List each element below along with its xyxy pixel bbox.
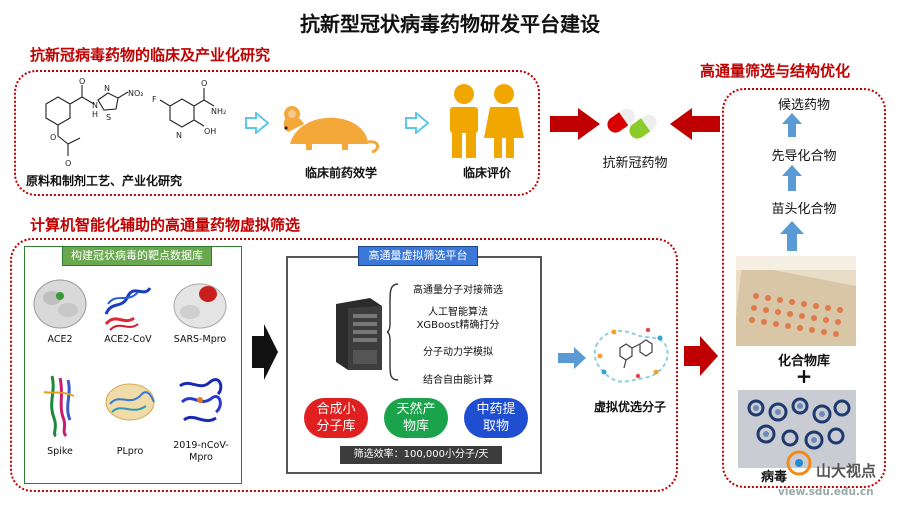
hts-library-label: 化合物库 [777, 354, 830, 369]
center-label: 抗新冠药物 [602, 156, 668, 171]
protein-ace2-cov-image [104, 287, 152, 331]
mol1-o3: O [65, 159, 71, 168]
target-label-sars-mpro: SARS-Mpro [173, 334, 227, 345]
hts-box [722, 88, 886, 488]
ai-heading: 计算机智能化辅助的高通量药物虚拟筛选 [30, 216, 301, 234]
people-icon [450, 84, 524, 158]
hts-plus: + [795, 364, 813, 388]
red-arrow-right-icon [550, 108, 600, 140]
black-arrow-right-icon [252, 324, 278, 380]
library-synthetic: 合成小 分子库 [304, 398, 368, 438]
screening-efficiency: 筛选效率：100,000小分子/天 [340, 446, 502, 464]
mol1-s: S [106, 113, 111, 122]
library-natural: 天然产 物库 [384, 398, 448, 438]
hts-stage-lead: 先导化合物 [771, 149, 837, 164]
mol2-n: N [176, 131, 182, 140]
watermark-brand: 山大视点 [816, 462, 877, 480]
pills-icon [607, 108, 657, 139]
docked-molecule-image [593, 327, 669, 383]
ai-box [10, 238, 678, 492]
hts-stage-candidate: 候选药物 [777, 98, 830, 113]
clinical-heading: 抗新冠病毒药物的临床及产业化研究 [30, 46, 271, 64]
platform-step-docking: 高通量分子对接筛选 [413, 285, 503, 296]
target-label-2019-ncov-mpro: 2019-nCoV- Mpro [173, 440, 229, 463]
mol1-o2: O [50, 133, 56, 142]
protein-sars-mpro-image [173, 283, 227, 329]
platform-step-xgboost: 人工智能算法 XGBoost精确打分 [416, 307, 500, 331]
mol2-f: F [152, 95, 157, 104]
blue-arrow-up-icon [782, 113, 802, 137]
cyan-arrow-icon [405, 112, 430, 134]
clinical-box [14, 70, 540, 196]
blue-arrow-right-icon [558, 347, 586, 369]
virus-image [738, 390, 856, 468]
target-label-spike: Spike [47, 446, 73, 457]
mol1-o: O [79, 77, 85, 86]
watermark-url: view.sdu.edu.cn [778, 486, 874, 498]
protein-2019-ncov-mpro-image [179, 378, 223, 423]
clinical-item-evaluation: 临床评价 [462, 166, 511, 180]
hts-heading: 高通量筛选与结构优化 [700, 62, 851, 80]
blue-arrow-up-icon [780, 221, 804, 251]
ai-result-label: 虚拟优选分子 [593, 400, 666, 414]
target-label-ace2-cov: ACE2-CoV [104, 334, 152, 345]
mol1-no2: NO₂ [128, 89, 144, 98]
mol1-h: H [92, 110, 98, 119]
protein-plpro-image [105, 383, 155, 421]
mol1-n: N [92, 101, 98, 110]
platform-step-md: 分子动力学模拟 [423, 347, 493, 358]
red-arrow-right-icon [684, 336, 718, 376]
clinical-item-process: 原料和制剂工艺、产业化研究 [26, 174, 183, 188]
target-label-ace2: ACE2 [47, 334, 73, 345]
target-database-title: 构建冠状病毒的靶点数据库 [62, 246, 212, 266]
hts-virus-label: 病毒 [760, 470, 787, 485]
bracket-icon [386, 283, 399, 381]
clinical-item-preclinical: 临床前药效学 [304, 166, 377, 180]
server-icon [336, 298, 382, 370]
page-title: 抗新型冠状病毒药物研发平台建设 [300, 12, 600, 36]
mouse-icon [283, 106, 379, 154]
mol1-n2: N [104, 84, 110, 93]
compound-library-image [736, 256, 856, 346]
protein-ace2-image [33, 279, 87, 329]
screening-platform-title: 高通量虚拟筛选平台 [358, 246, 478, 266]
molecule-structures: O N H N S NO₂ O O F O NH₂ N OH [45, 77, 226, 168]
red-arrow-left-icon [670, 108, 720, 140]
blue-arrow-up-icon [782, 165, 802, 191]
mol2-oh: OH [204, 127, 216, 136]
protein-spike-image [43, 375, 75, 438]
hts-stage-hit: 苗头化合物 [771, 202, 837, 217]
mol2-o: O [201, 79, 207, 88]
library-tcm: 中药提 取物 [464, 398, 528, 438]
cyan-arrow-icon [245, 112, 270, 134]
platform-step-free-energy: 结合自由能计算 [423, 375, 493, 386]
mol2-nh2: NH₂ [211, 107, 226, 116]
watermark-logo-icon [786, 450, 812, 476]
target-label-plpro: PLpro [116, 446, 144, 457]
